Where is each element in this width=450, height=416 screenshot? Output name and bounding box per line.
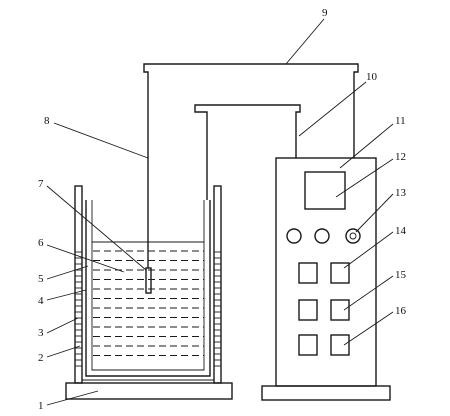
knob-3 (345, 228, 361, 244)
leader-11 (339, 123, 394, 169)
label-14: 14 (395, 225, 407, 237)
leader-7 (46, 185, 147, 271)
label-5: 5 (38, 273, 44, 285)
label-13: 13 (395, 187, 407, 199)
label-12: 12 (395, 151, 406, 163)
liquid-lines (93, 250, 204, 356)
leader-12 (335, 158, 394, 198)
cabinet-foot (261, 385, 391, 401)
leader-6 (46, 244, 125, 273)
label-7: 7 (38, 178, 44, 190)
switch-row3-right (330, 334, 350, 356)
label-16: 16 (395, 305, 407, 317)
inner-vessel (85, 200, 211, 377)
cable-probe (143, 63, 359, 268)
label-9: 9 (322, 7, 328, 19)
switch-row1-left (298, 262, 318, 284)
leader-13 (355, 193, 394, 233)
leader-16 (343, 311, 394, 346)
label-8: 8 (44, 115, 50, 127)
cable-sensor (194, 104, 301, 200)
leader-9 (285, 18, 325, 65)
leader-1 (46, 390, 99, 406)
knob-2 (314, 228, 330, 244)
leader-3 (46, 317, 79, 334)
label-3: 3 (38, 327, 44, 339)
heater-hatching-right (214, 251, 221, 367)
leader-8 (53, 122, 149, 159)
leader-10 (298, 81, 367, 137)
leader-2 (46, 345, 81, 358)
leader-5 (46, 265, 89, 280)
outer-wall-left (74, 185, 83, 384)
switch-row2-right (330, 299, 350, 321)
knob-3-inner (349, 232, 357, 240)
switch-row3-left (298, 334, 318, 356)
label-15: 15 (395, 269, 407, 281)
label-4: 4 (38, 295, 44, 307)
heater-hatching-left (75, 251, 82, 367)
label-11: 11 (395, 115, 406, 127)
label-10: 10 (366, 71, 378, 83)
outer-wall-right (213, 185, 222, 384)
base-plate (65, 382, 233, 400)
leader-15 (343, 275, 394, 311)
label-2: 2 (38, 352, 44, 364)
leader-4 (46, 289, 87, 301)
knob-1 (286, 228, 302, 244)
inner-vessel-liner (91, 200, 205, 371)
controller-cabinet (275, 157, 377, 387)
leader-lines (46, 18, 394, 406)
display-screen (304, 171, 346, 210)
leader-14 (343, 231, 394, 269)
label-1: 1 (38, 400, 44, 412)
switch-row2-left (298, 299, 318, 321)
label-6: 6 (38, 237, 44, 249)
switch-row1-right (330, 262, 350, 284)
